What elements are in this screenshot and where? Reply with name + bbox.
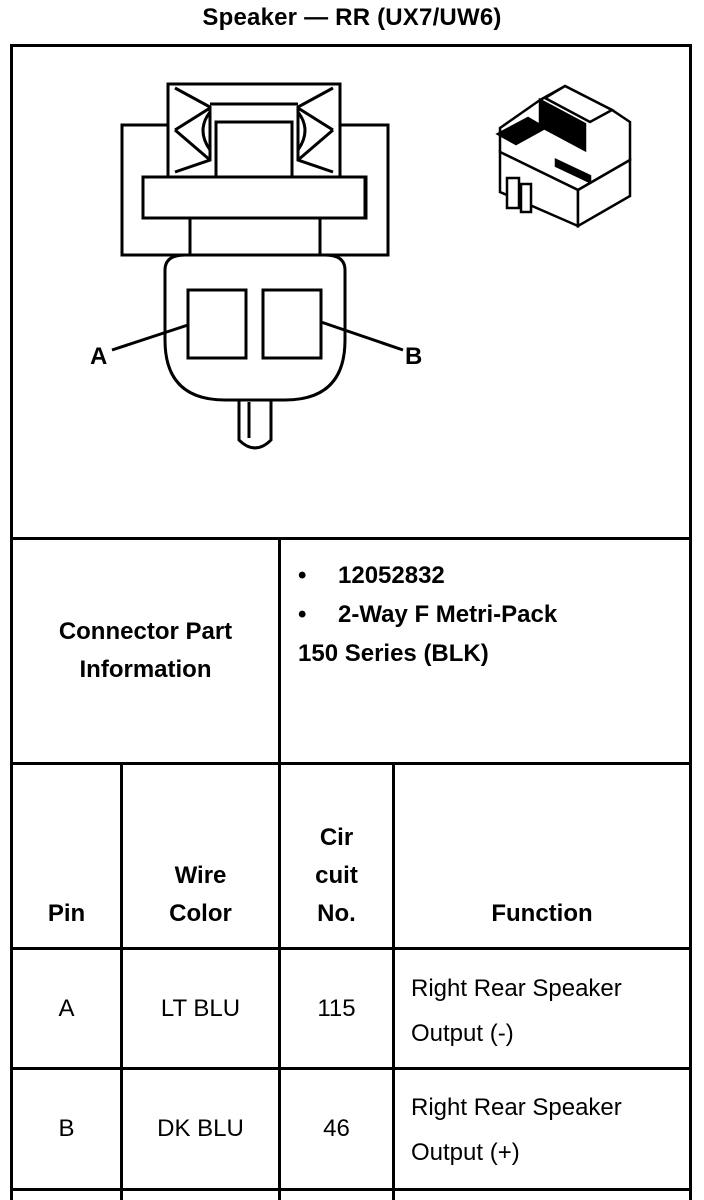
row-b-function: Right Rear Speaker Output (+) [411, 1094, 622, 1166]
pin-a-label: A [90, 343, 107, 370]
header-function: Function [491, 900, 593, 927]
divider-row-b [10, 1188, 692, 1191]
connector-diagram: A B [90, 82, 632, 450]
pin-a-leader [111, 323, 189, 352]
row-a-pin: A [58, 994, 75, 1022]
connector-table-frame [10, 44, 692, 1200]
row-b-pin: B [58, 1115, 75, 1142]
connector-info-label-line1: Connector Part [58, 618, 233, 645]
divider-col-2 [278, 762, 281, 1200]
divider-info-column [278, 537, 281, 765]
row-a-wire-color: LT BLU [160, 994, 241, 1022]
header-circuit: Cir cuit No. [315, 824, 358, 927]
bullet: • [298, 601, 307, 628]
divider-col-3 [392, 762, 395, 1200]
header-wire-color: Wire Color [169, 862, 232, 927]
connector-body [120, 123, 192, 257]
page-title: Speaker — RR (UX7/UW6) [202, 4, 502, 31]
divider-header [10, 947, 692, 950]
divider-col-1 [120, 762, 123, 1200]
row-a-function: Right Rear Speaker Output (-) [411, 975, 622, 1047]
connector-type: 2-Way F Metri-Pack [338, 601, 558, 628]
connector-shroud [141, 175, 367, 220]
connector-housing [163, 253, 347, 402]
list-item: • 12052832 [298, 556, 678, 595]
locking-tab [237, 400, 273, 450]
divider-info [10, 762, 692, 765]
connector-info-details: • 12052832 • 2-Way F Metri-Pack 150 Series… [298, 556, 678, 673]
header-pin: Pin [47, 900, 86, 927]
pin-b-leader [320, 320, 404, 352]
connector-series: 150 Series (BLK) [298, 640, 489, 667]
pin-b-label: B [405, 343, 422, 370]
connector-info-label: Connector Part Information [13, 540, 278, 762]
row-b-circuit: 46 [323, 1115, 350, 1142]
connector-isometric-icon [495, 84, 632, 229]
divider-diagram [10, 537, 692, 540]
terminal-cavity-a [186, 288, 248, 360]
connector-info-label-line2: Information [79, 656, 212, 683]
divider-row-a [10, 1067, 692, 1070]
bullet: • [298, 562, 307, 589]
connector-info-list: • 12052832 • 2-Way F Metri-Pack 150 Series… [298, 556, 678, 673]
list-item: • 2-Way F Metri-Pack [298, 595, 678, 634]
part-number: 12052832 [338, 562, 445, 589]
terminal-cavity-b [261, 288, 323, 360]
row-a-circuit: 115 [317, 994, 356, 1022]
row-b-wire-color: DK BLU [157, 1115, 244, 1142]
connector-latch [166, 82, 342, 179]
